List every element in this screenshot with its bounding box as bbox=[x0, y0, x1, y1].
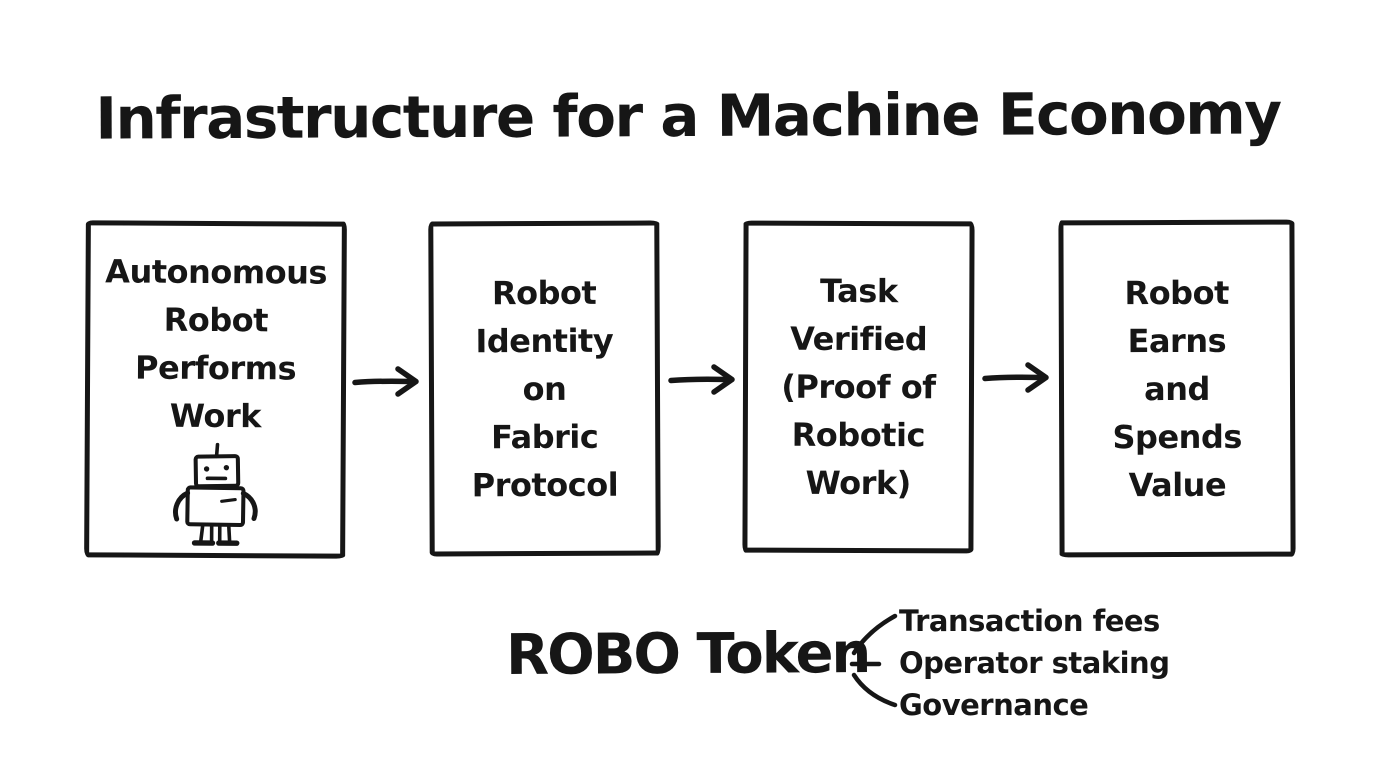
arrow-right-icon bbox=[982, 362, 1049, 393]
box-line: Robot bbox=[163, 300, 269, 340]
box-line: Robotic bbox=[791, 415, 926, 455]
token-uses-list: Transaction fees Operator staking Govern… bbox=[899, 600, 1170, 726]
box-line: Value bbox=[1128, 465, 1227, 504]
box-line: Verified bbox=[790, 319, 928, 359]
token-use-item: Transaction fees bbox=[899, 604, 1160, 638]
flow-box-autonomous-robot: Autonomous Robot Performs Work bbox=[84, 220, 347, 559]
box-line: Robot bbox=[1124, 273, 1229, 312]
box-line: (Proof of bbox=[781, 367, 936, 407]
robot-icon bbox=[172, 442, 258, 546]
page-title: Infrastructure for a Machine Economy bbox=[95, 79, 1281, 153]
box-line: Performs bbox=[134, 348, 297, 388]
box-line: Earns bbox=[1127, 321, 1227, 360]
token-use-item: Operator staking bbox=[899, 646, 1170, 680]
box-line: and bbox=[1144, 369, 1210, 408]
box-line: Task bbox=[819, 271, 898, 311]
arrow-right-icon bbox=[352, 366, 419, 397]
flow-box-task-verified: Task Verified (Proof of Robotic Work) bbox=[742, 220, 975, 554]
box-line: Work) bbox=[805, 463, 911, 503]
flow-box-robot-identity: Robot Identity on Fabric Protocol bbox=[428, 220, 661, 557]
token-branch-lines-icon bbox=[849, 613, 898, 708]
box-line: Protocol bbox=[471, 465, 619, 504]
robo-token-label: ROBO Token bbox=[505, 621, 870, 688]
arrow-right-icon bbox=[668, 364, 735, 395]
token-use-item: Governance bbox=[899, 688, 1089, 722]
box-line: Autonomous bbox=[105, 252, 328, 292]
box-line: Fabric bbox=[491, 417, 599, 456]
box-line: Identity bbox=[475, 321, 614, 360]
box-line: Work bbox=[169, 396, 262, 436]
box-line: on bbox=[522, 369, 567, 408]
box-line: Spends bbox=[1112, 417, 1242, 456]
box-line: Robot bbox=[491, 273, 597, 312]
flow-box-robot-earns: Robot Earns and Spends Value bbox=[1058, 219, 1296, 558]
